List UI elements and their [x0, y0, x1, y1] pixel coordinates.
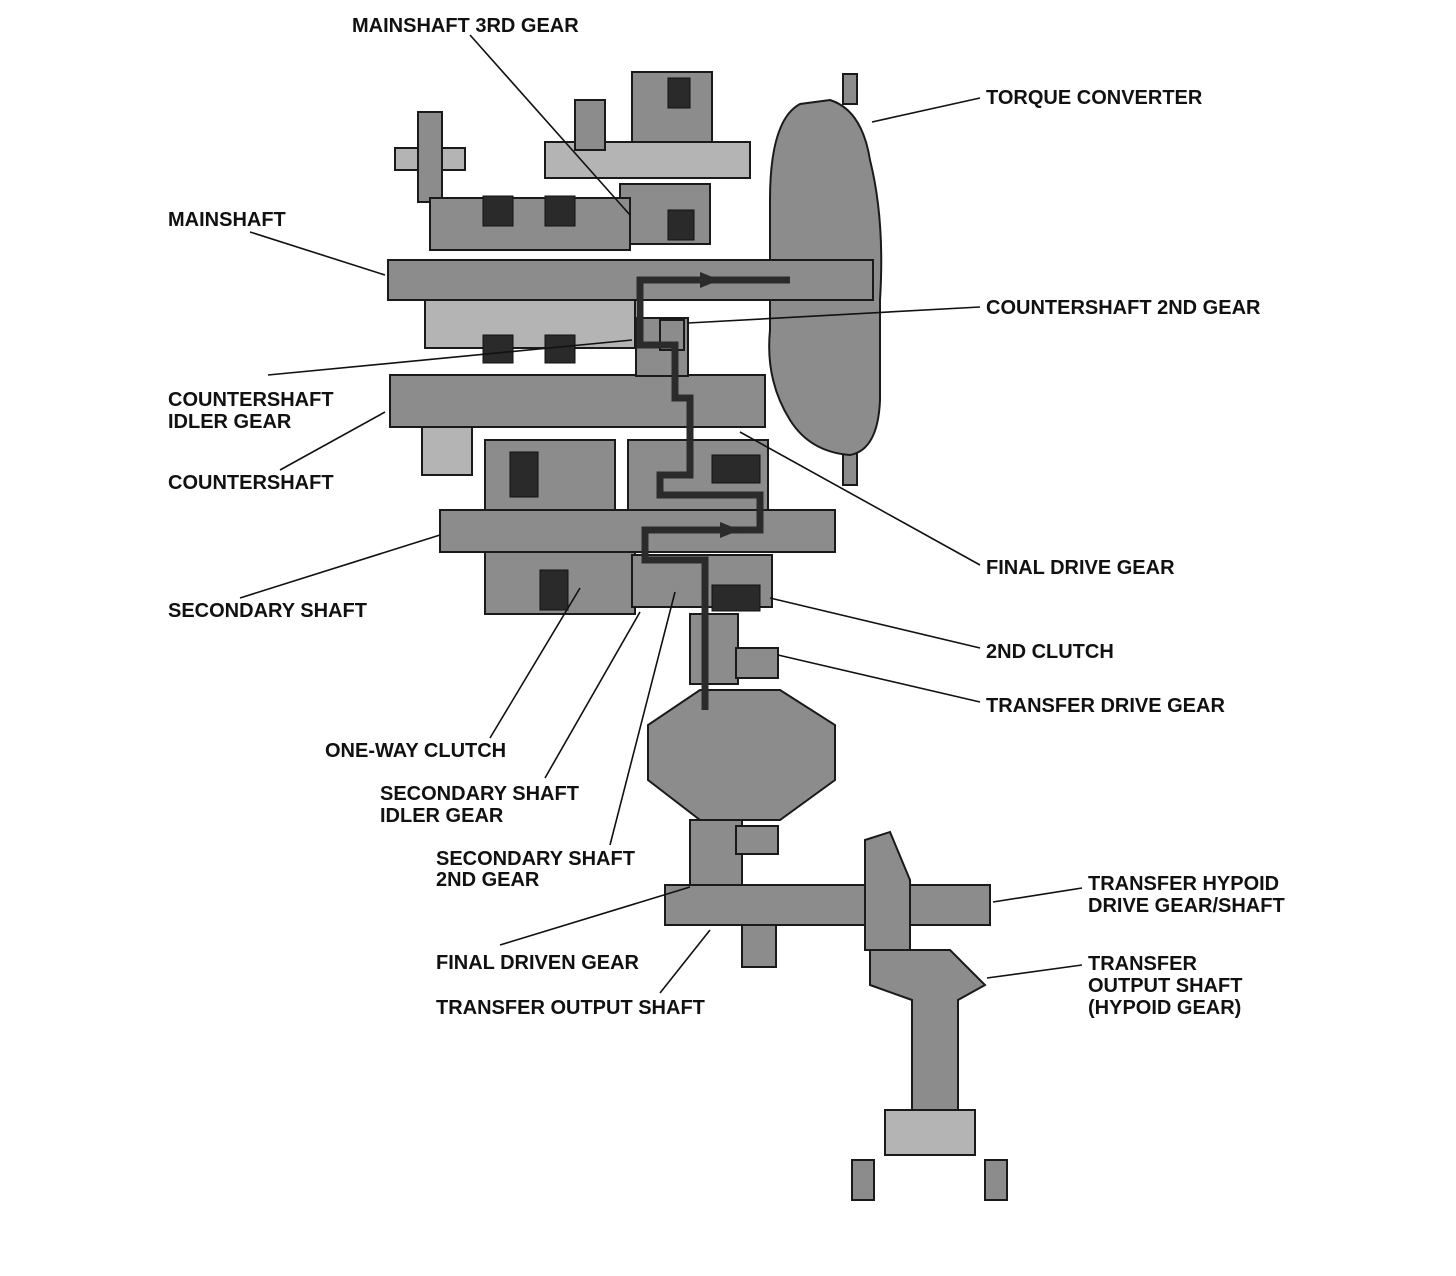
label-mainshaft-3rd-gear: MAINSHAFT 3RD GEAR	[352, 15, 631, 216]
svg-text:TRANSFER HYPOID: TRANSFER HYPOID	[1088, 873, 1279, 895]
svg-text:IDLER GEAR: IDLER GEAR	[380, 805, 504, 827]
svg-text:TRANSFER DRIVE GEAR: TRANSFER DRIVE GEAR	[986, 695, 1225, 717]
svg-text:TORQUE CONVERTER: TORQUE CONVERTER	[986, 87, 1203, 109]
svg-text:TRANSFER: TRANSFER	[1088, 953, 1197, 975]
label-secondary-shaft: SECONDARY SHAFT	[168, 534, 441, 622]
label-countershaft: COUNTERSHAFT	[168, 411, 386, 494]
transfer-assembly	[647, 613, 1008, 1201]
label-one-way-clutch: ONE-WAY CLUTCH	[325, 587, 581, 762]
power-flow-path	[636, 272, 790, 710]
svg-text:IDLER GEAR: IDLER GEAR	[168, 411, 292, 433]
label-torque-converter: TORQUE CONVERTER	[871, 87, 1203, 123]
svg-text:OUTPUT SHAFT: OUTPUT SHAFT	[1088, 975, 1242, 997]
label-transfer-drive-gear: TRANSFER DRIVE GEAR	[777, 654, 1225, 717]
upper-auxiliary-gears	[394, 71, 751, 245]
svg-text:COUNTERSHAFT: COUNTERSHAFT	[168, 389, 334, 411]
svg-text:COUNTERSHAFT: COUNTERSHAFT	[168, 472, 334, 494]
label-transfer-output-shaft: TRANSFER OUTPUT SHAFT	[436, 929, 711, 1019]
label-2nd-clutch: 2ND CLUTCH	[769, 597, 1114, 663]
svg-text:DRIVE GEAR/SHAFT: DRIVE GEAR/SHAFT	[1088, 895, 1285, 917]
label-transfer-hypoid-drive-gear-shaft: TRANSFER HYPOID DRIVE GEAR/SHAFT	[992, 873, 1285, 917]
svg-text:TRANSFER OUTPUT SHAFT: TRANSFER OUTPUT SHAFT	[436, 997, 705, 1019]
label-secondary-shaft-idler-gear: SECONDARY SHAFT IDLER GEAR	[380, 611, 641, 827]
svg-text:ONE-WAY CLUTCH: ONE-WAY CLUTCH	[325, 740, 506, 762]
label-secondary-shaft-2nd-gear: SECONDARY SHAFT 2ND GEAR	[436, 591, 676, 891]
label-final-drive-gear: FINAL DRIVE GEAR	[739, 431, 1175, 579]
label-final-driven-gear: FINAL DRIVEN GEAR	[436, 886, 691, 974]
svg-text:SECONDARY SHAFT: SECONDARY SHAFT	[436, 848, 635, 870]
label-mainshaft: MAINSHAFT	[168, 209, 386, 276]
label-transfer-output-shaft-hypoid-gear: TRANSFER OUTPUT SHAFT (HYPOID GEAR)	[986, 953, 1242, 1019]
secondary-shaft-assembly	[439, 439, 836, 615]
svg-text:(HYPOID GEAR): (HYPOID GEAR)	[1088, 997, 1241, 1019]
svg-text:MAINSHAFT 3RD GEAR: MAINSHAFT 3RD GEAR	[352, 15, 579, 37]
svg-text:SECONDARY SHAFT: SECONDARY SHAFT	[380, 783, 579, 805]
svg-text:MAINSHAFT: MAINSHAFT	[168, 209, 286, 231]
svg-text:FINAL DRIVE GEAR: FINAL DRIVE GEAR	[986, 557, 1175, 579]
svg-text:SECONDARY SHAFT: SECONDARY SHAFT	[168, 600, 367, 622]
label-countershaft-2nd-gear: COUNTERSHAFT 2ND GEAR	[687, 297, 1261, 324]
svg-text:COUNTERSHAFT 2ND GEAR: COUNTERSHAFT 2ND GEAR	[986, 297, 1261, 319]
svg-text:FINAL DRIVEN GEAR: FINAL DRIVEN GEAR	[436, 952, 640, 974]
svg-text:2ND CLUTCH: 2ND CLUTCH	[986, 641, 1114, 663]
svg-text:2ND GEAR: 2ND GEAR	[436, 869, 540, 891]
mainshaft-assembly	[387, 195, 874, 364]
label-countershaft-idler-gear: COUNTERSHAFT IDLER GEAR	[168, 339, 633, 433]
